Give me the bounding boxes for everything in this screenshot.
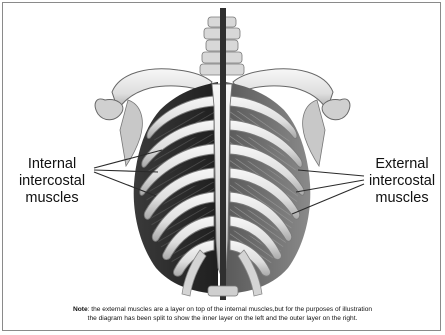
- internal-label-line2: intercostal: [8, 173, 96, 190]
- external-label-line2: intercostal: [362, 173, 442, 190]
- note-line1-text: : the external muscles are a layer on to…: [88, 306, 372, 313]
- illustration-note: Note: the external muscles are a layer o…: [6, 306, 439, 324]
- internal-intercostal-label: Internal intercostal muscles: [8, 156, 96, 207]
- lumbar-spine: [208, 286, 238, 296]
- external-label-line3: muscles: [362, 190, 442, 207]
- split-divider: [220, 8, 226, 300]
- external-label-line1: External: [362, 156, 442, 173]
- note-line1: Note: the external muscles are a layer o…: [6, 306, 439, 315]
- note-prefix: Note: [73, 306, 88, 313]
- note-line2: the diagram has been split to show the i…: [6, 315, 439, 324]
- external-intercostal-label: External intercostal muscles: [362, 156, 442, 207]
- internal-label-line1: Internal: [8, 156, 96, 173]
- internal-label-line3: muscles: [8, 190, 96, 207]
